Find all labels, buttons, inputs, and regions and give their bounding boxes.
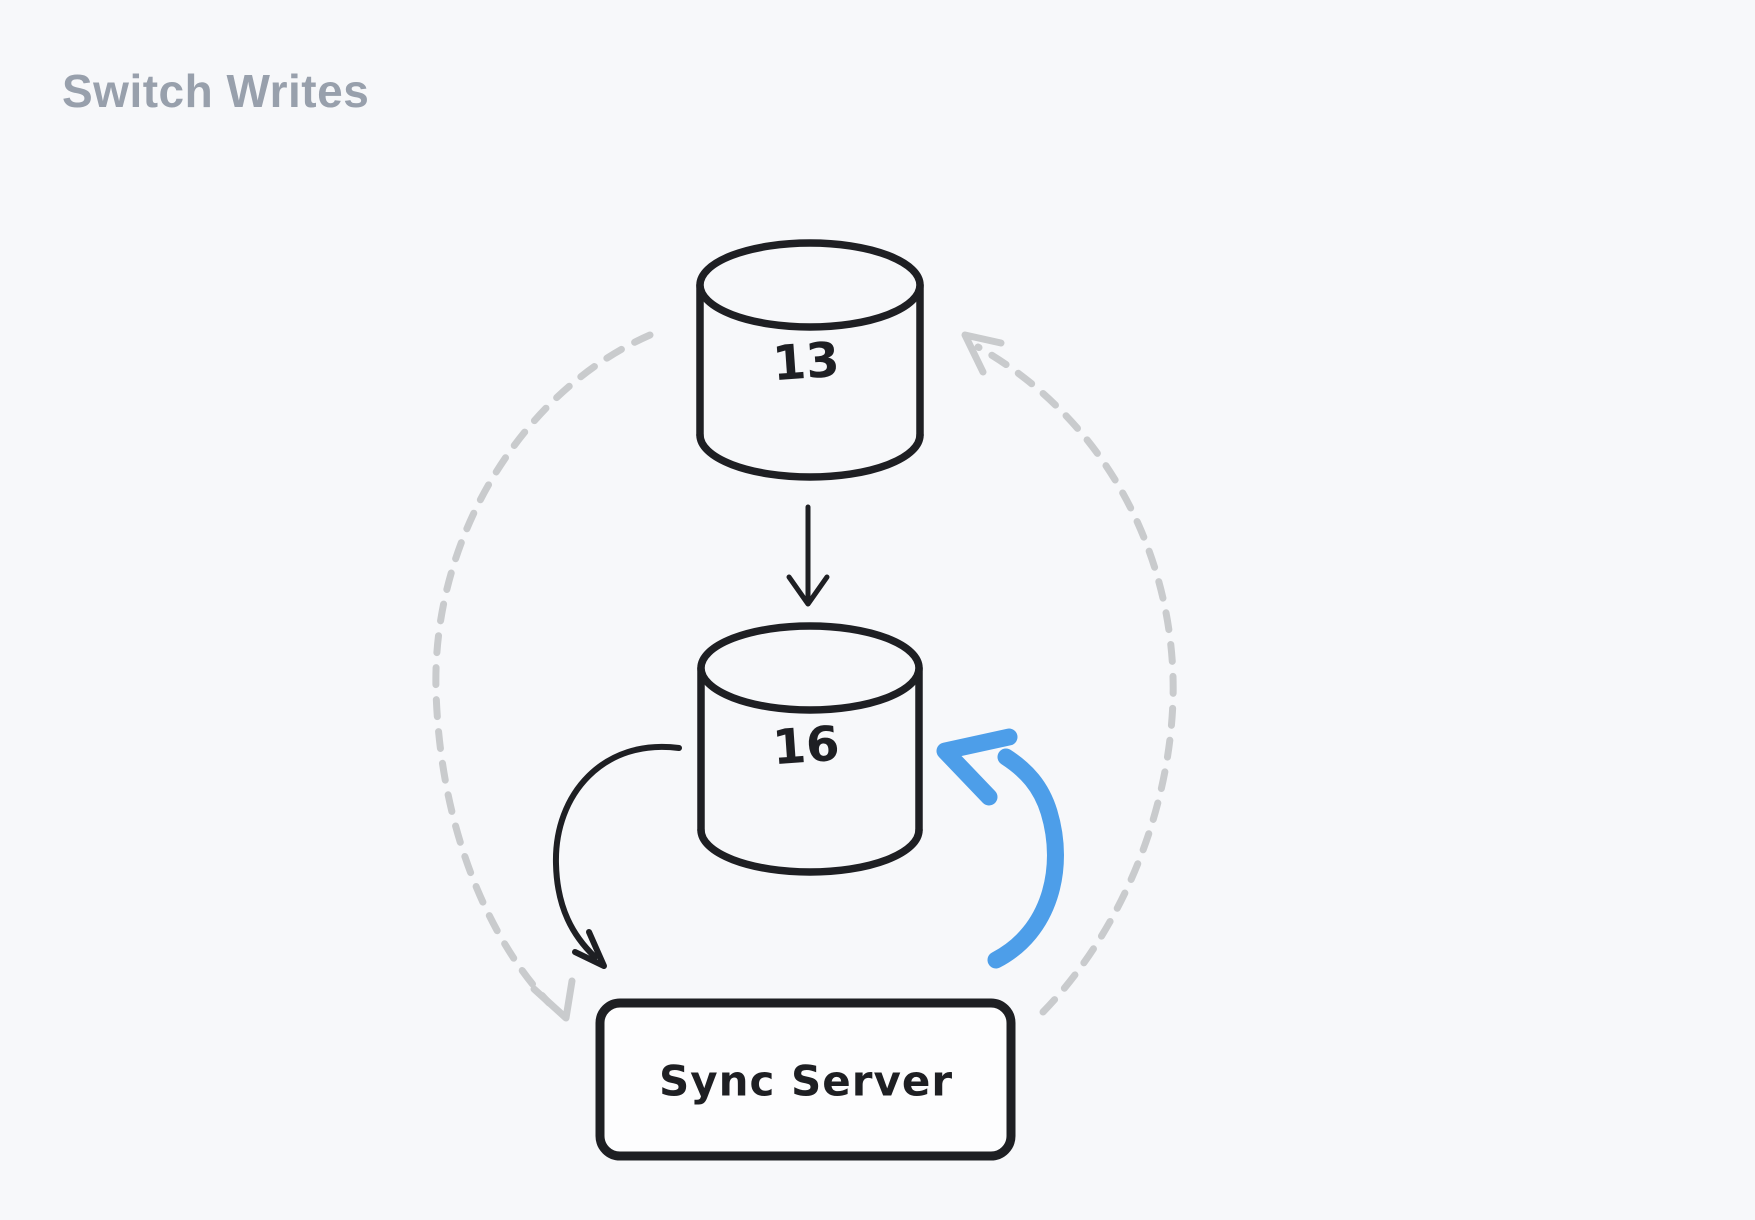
sync-server-label: Sync Server bbox=[658, 1056, 954, 1106]
cylinder-16-top-ellipse bbox=[697, 622, 923, 714]
dashed-arc-right bbox=[961, 331, 1177, 1016]
cylinder-13-bottom-arc bbox=[696, 431, 924, 481]
db-top-label: 13 bbox=[770, 331, 842, 393]
sync-server-box bbox=[595, 998, 1016, 1161]
cylinder-13-body bbox=[700, 285, 920, 477]
database-cylinder-16 bbox=[697, 622, 923, 876]
dashed-arc-right-path bbox=[974, 343, 1177, 1016]
page-title: Switch Writes bbox=[62, 65, 370, 117]
dashed-arc-left-path bbox=[432, 331, 654, 1007]
arrow-db16-to-sync-head bbox=[572, 929, 607, 969]
dashed-arc-right-arrowhead bbox=[961, 331, 1005, 376]
arrow-sync-to-db16-shaft bbox=[987, 748, 1064, 969]
cylinder-16-body bbox=[701, 668, 919, 872]
arrow-db16-to-sync bbox=[552, 743, 682, 969]
dashed-arc-left bbox=[432, 331, 654, 1022]
arrow-sync-to-db16-head bbox=[936, 728, 1018, 806]
database-cylinder-13 bbox=[696, 239, 924, 481]
dashed-arc-left-arrowhead bbox=[530, 977, 576, 1022]
arrow-sync-to-db16 bbox=[936, 728, 1064, 969]
arrow-down-head bbox=[786, 574, 830, 607]
db-bottom-label: 16 bbox=[770, 715, 842, 777]
cylinder-16-bottom-arc bbox=[697, 826, 923, 876]
arrow-db16-to-sync-shaft bbox=[552, 743, 682, 960]
cylinder-13-top-ellipse bbox=[696, 239, 924, 331]
arrow-db13-to-db16 bbox=[786, 504, 830, 607]
